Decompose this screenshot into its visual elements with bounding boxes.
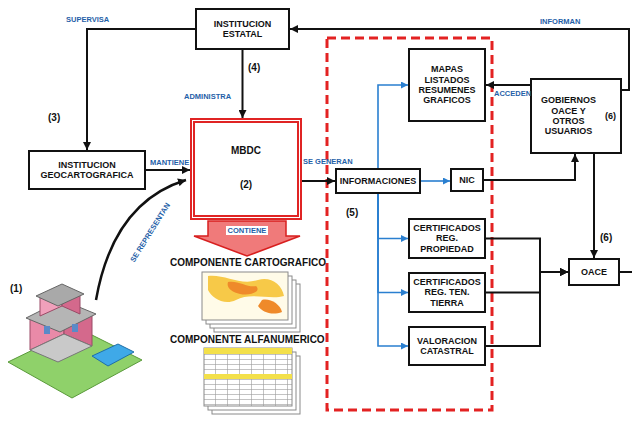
contains-arrow bbox=[194, 221, 300, 256]
callout-number: (3) bbox=[48, 112, 60, 123]
process-box: OACE bbox=[568, 258, 620, 286]
output-box: NIC bbox=[450, 168, 484, 192]
exit-line bbox=[620, 271, 632, 273]
process-box: INSTITUCION GEOCARTOGRAFICA bbox=[28, 150, 146, 190]
connector bbox=[242, 50, 244, 118]
node-text: INFORMACIONES bbox=[340, 176, 417, 186]
node-text: NIC bbox=[459, 175, 475, 185]
dashed-region bbox=[327, 38, 492, 410]
connector bbox=[486, 272, 568, 346]
node-text: (2) bbox=[240, 179, 252, 191]
node-text: CERTIFICADOS REG. PROPIEDAD bbox=[413, 223, 481, 254]
node-text: (6) bbox=[605, 111, 616, 121]
node-text: INSTITUCION ESTATAL bbox=[201, 19, 284, 40]
edge-label: INFORMAN bbox=[540, 17, 580, 26]
map-sheets bbox=[202, 272, 300, 332]
edge-label: SE GENERAN bbox=[303, 157, 353, 166]
node-text: CERTIFICADOS REG. TEN. TIERRA bbox=[413, 277, 481, 308]
relation-label: SE REPRESENTAN bbox=[127, 199, 173, 265]
callout-number: (1) bbox=[10, 283, 22, 294]
connector bbox=[486, 272, 568, 293]
edge-label: MANTIENE bbox=[150, 158, 189, 167]
output-box: VALORACION CATASTRAL bbox=[408, 326, 486, 366]
database-box: MBDC (2) bbox=[190, 118, 302, 220]
connector bbox=[421, 180, 450, 182]
callout-number: (5) bbox=[346, 207, 358, 218]
component-label: COMPONENTE CARTOGRAFICO bbox=[170, 257, 326, 268]
table-sheets bbox=[204, 348, 300, 414]
represent-arrow bbox=[96, 180, 186, 300]
node-text: VALORACION CATASTRAL bbox=[414, 336, 480, 357]
connector bbox=[486, 239, 568, 272]
connector bbox=[484, 154, 575, 180]
connector bbox=[302, 180, 335, 182]
output-box: CERTIFICADOS REG. TEN. TIERRA bbox=[408, 272, 486, 313]
user-box: GOBIERNOS OACE Y OTROS USUARIOS (6) bbox=[530, 78, 622, 154]
callout-number: (4) bbox=[248, 62, 260, 73]
node-text: GOBIERNOS OACE Y OTROS USUARIOS bbox=[536, 95, 601, 136]
connector bbox=[378, 194, 408, 346]
relation-label: CONTIENE bbox=[226, 226, 269, 235]
connector bbox=[378, 194, 408, 239]
edge-label: ADMINISTRA bbox=[184, 92, 231, 101]
connector bbox=[486, 84, 530, 86]
node-text: MAPAS LISTADOS RESUMENES GRAFICOS bbox=[415, 64, 479, 105]
connector bbox=[593, 154, 595, 258]
output-box: CERTIFICADOS REG. PROPIEDAD bbox=[408, 218, 486, 259]
connector bbox=[378, 194, 408, 293]
process-box: INFORMACIONES bbox=[335, 168, 421, 194]
component-label: COMPONENTE ALFANUMERICO bbox=[170, 334, 325, 345]
node-text: INSTITUCION GEOCARTOGRAFICA bbox=[34, 160, 140, 181]
edge-label: SUPERVISA bbox=[66, 15, 109, 24]
node-text: OACE bbox=[581, 267, 607, 277]
house-illustration bbox=[8, 284, 142, 398]
node-text: MBDC bbox=[231, 145, 261, 157]
edge-label: ACCEDEN bbox=[494, 89, 531, 98]
output-box: MAPAS LISTADOS RESUMENES GRAFICOS bbox=[408, 48, 486, 122]
callout-number: (6) bbox=[600, 232, 612, 243]
connector bbox=[87, 29, 195, 150]
process-box: INSTITUCION ESTATAL bbox=[195, 8, 290, 50]
connector bbox=[146, 169, 190, 171]
connector bbox=[378, 85, 408, 168]
